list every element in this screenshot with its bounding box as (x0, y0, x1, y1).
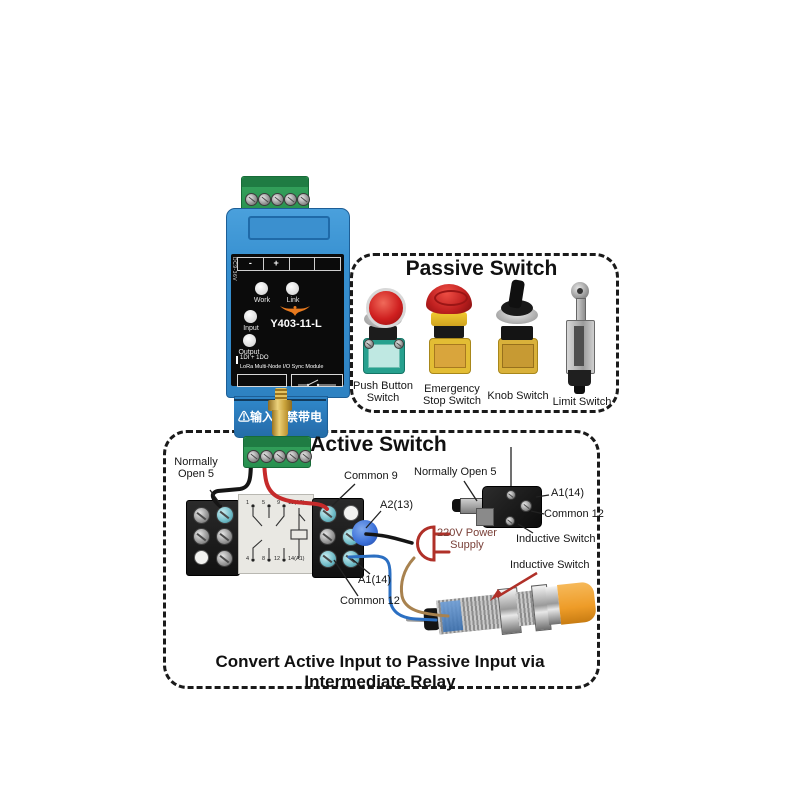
relay-pin: 9 (277, 500, 281, 506)
panel-bottom-box-relay (291, 374, 343, 387)
terminal-strip (242, 177, 308, 187)
common-12-relay-label: Common 12 (340, 595, 400, 607)
panel-bottom-box (237, 374, 287, 387)
terminal-label-blank (290, 258, 316, 270)
terminal-screw (271, 193, 284, 206)
work-led-label: Work (253, 297, 271, 304)
relay-pin: 12 (274, 556, 281, 562)
active-box-title: Active Switch (310, 433, 447, 456)
link-led-label: Link (286, 297, 300, 304)
output-led-label: Output (238, 349, 260, 356)
output-led (243, 334, 256, 347)
model-number: Y403-11-L (270, 318, 322, 330)
a2-13-label: A2(13) (380, 499, 414, 511)
terminal-label-blank (315, 258, 340, 270)
relay-pin: 5 (262, 500, 266, 506)
terminal-screw (245, 193, 258, 206)
work-led (255, 282, 268, 295)
warning-text-right: 禁带电 (285, 410, 322, 424)
warning-text-left: ⚠输入 (238, 410, 275, 424)
input-led-label: Input (243, 325, 259, 332)
panel-terminal-labels: - + (237, 257, 341, 271)
panel-side-text: DC9-36V (231, 257, 237, 282)
terminal-screw (258, 193, 271, 206)
relay-pin: 13(A2) (288, 500, 305, 506)
normally-open-5-right-label: Normally Open 5 (414, 466, 497, 478)
sma-antenna-connector (266, 388, 294, 442)
spec-bar (236, 356, 238, 364)
passive-switch-box (350, 253, 619, 413)
product-name-line: LoRa Multi-Node I/O Sync Module (240, 364, 324, 370)
passive-box-title: Passive Switch (405, 257, 558, 280)
module-top-recess (248, 216, 330, 240)
relay-pin: 14(A1) (288, 556, 305, 562)
terminal-label-plus: + (264, 258, 290, 270)
inductive-switch-label: Inductive Switch (516, 533, 596, 545)
input-led (244, 310, 257, 323)
relay-body (238, 494, 314, 574)
common-9-label: Common 9 (344, 470, 398, 482)
relay-pin: 8 (262, 556, 266, 562)
relay-left-terminal-block (186, 500, 240, 576)
inductive-sensor-label: Inductive Switch (510, 559, 590, 571)
relay-pin: 1 (246, 500, 250, 506)
relay-grommet (352, 520, 378, 546)
a1-14-switch-label: A1(14) (551, 487, 585, 499)
terminal-label-minus: - (238, 258, 264, 270)
active-switch-box (163, 430, 600, 689)
link-led (286, 282, 299, 295)
limit-switch-label: Limit Switch (552, 396, 612, 408)
terminal-screw (297, 193, 310, 206)
brand-logo-icon (280, 306, 310, 316)
relay-pin: 4 (246, 556, 250, 562)
module-front-panel: - + Work Link Input Output (231, 254, 344, 386)
terminal-strip (244, 437, 310, 447)
common-12-switch-label: Common 12 (544, 508, 604, 520)
diagram-caption: Convert Active Input to Passive Input vi… (215, 652, 545, 691)
terminal-screw (284, 193, 297, 206)
a1-14-relay-label: A1(14) (358, 574, 392, 586)
relay-contact-glyph (298, 379, 336, 387)
spec-line: 1DI + 1DO (240, 355, 269, 361)
knob-switch-label: Knob Switch (487, 390, 549, 402)
